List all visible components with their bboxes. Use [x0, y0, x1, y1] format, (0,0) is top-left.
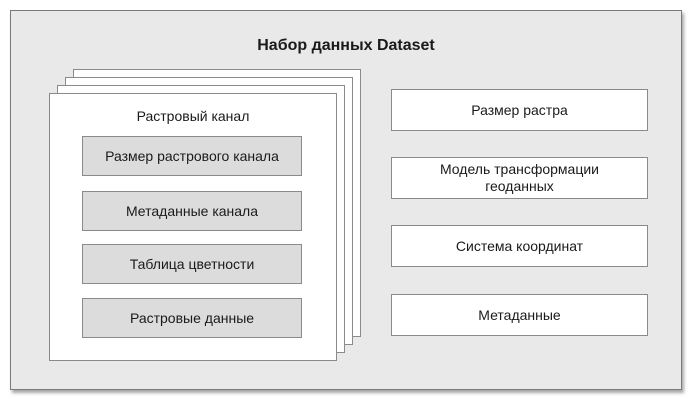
raster-data-box: Растровые данные — [82, 298, 302, 338]
raster-size-box: Размер растра — [391, 89, 648, 131]
raster-band-size-box: Размер растрового канала — [82, 136, 302, 176]
dataset-title: Набор данных Dataset — [257, 37, 435, 54]
raster-band: Растровый канал Размер растрового канала… — [49, 93, 337, 361]
geotransform-model-box: Модель трансформации геоданных — [391, 157, 648, 199]
coordinate-system-box: Система координат — [391, 225, 648, 267]
color-table-box: Таблица цветности — [82, 244, 302, 284]
band-metadata-box: Метаданные канала — [82, 191, 302, 231]
raster-band-title: Растровый канал — [136, 108, 250, 124]
dataset-container: Набор данных Dataset Растровый канал Раз… — [10, 10, 682, 390]
metadata-box: Метаданные — [391, 294, 648, 336]
